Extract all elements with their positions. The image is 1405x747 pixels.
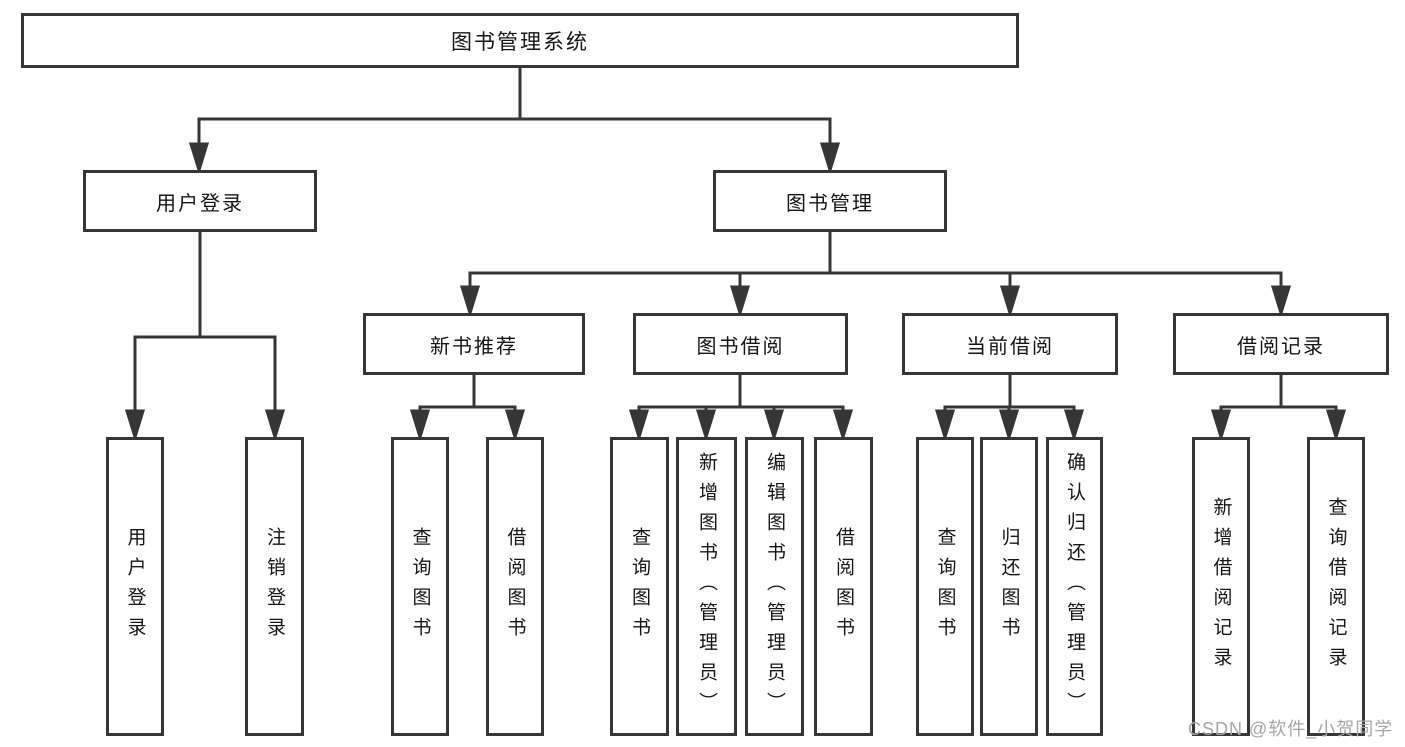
node-new-book-recommend: 新书推荐	[363, 313, 585, 375]
node-borrow-records: 借阅记录	[1173, 313, 1389, 375]
leaf-return-book: 归还图书	[980, 437, 1038, 736]
leaf-logout: 注销登录	[245, 437, 304, 736]
leaf-borrow-book-label: 借阅图书	[833, 526, 854, 647]
leaf-query-books-current-label: 查询图书	[934, 526, 956, 647]
node-current-borrow: 当前借阅	[902, 313, 1118, 375]
node-user-login-branch: 用户登录	[83, 170, 317, 232]
leaf-borrow-books-recommend-label: 借阅图书	[504, 526, 526, 647]
leaf-query-borrow-record: 查询借阅记录	[1307, 437, 1365, 736]
leaf-query-borrow-record-label: 查询借阅记录	[1325, 496, 1347, 677]
leaf-edit-book-admin-label: 编辑图书（管理员）	[764, 451, 785, 722]
leaf-query-books-recommend-label: 查询图书	[409, 526, 431, 647]
leaf-logout-label: 注销登录	[264, 526, 285, 647]
leaf-return-book-label: 归还图书	[998, 526, 1020, 647]
leaf-confirm-return-admin-label: 确认归还（管理员）	[1064, 451, 1085, 722]
node-book-management-branch: 图书管理	[713, 170, 947, 232]
leaf-borrow-book: 借阅图书	[814, 437, 873, 736]
leaf-query-books-borrow-label: 查询图书	[629, 526, 650, 647]
leaf-borrow-books-recommend: 借阅图书	[486, 437, 544, 736]
node-book-borrow: 图书借阅	[633, 313, 848, 375]
leaf-user-login-label: 用户登录	[124, 526, 146, 647]
leaf-confirm-return-admin: 确认归还（管理员）	[1046, 437, 1103, 736]
leaf-add-book-admin: 新增图书（管理员）	[676, 437, 737, 736]
leaf-query-books-borrow: 查询图书	[610, 437, 669, 736]
leaf-add-book-admin-label: 新增图书（管理员）	[696, 451, 717, 722]
csdn-watermark: CSDN @软件_小贺同学	[1188, 719, 1394, 739]
leaf-edit-book-admin: 编辑图书（管理员）	[745, 437, 804, 736]
leaf-add-borrow-record-label: 新增借阅记录	[1210, 496, 1232, 677]
node-root-system: 图书管理系统	[21, 13, 1019, 68]
leaf-add-borrow-record: 新增借阅记录	[1192, 437, 1250, 736]
leaf-query-books-recommend: 查询图书	[391, 437, 449, 736]
leaf-user-login: 用户登录	[106, 437, 164, 736]
leaf-query-books-current: 查询图书	[916, 437, 974, 736]
